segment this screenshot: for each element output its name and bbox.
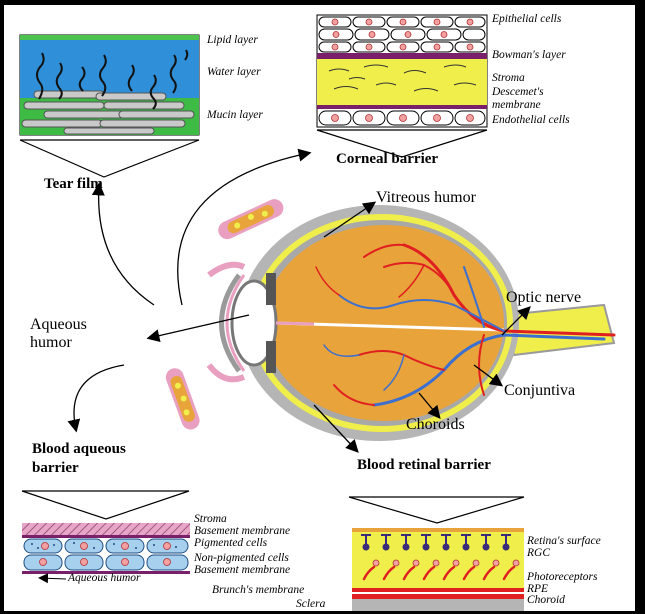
conjuntiva-label: Conjuntiva: [504, 383, 575, 399]
rgc-label: RGC: [527, 548, 550, 560]
photoreceptors-label: Photoreceptors: [527, 572, 597, 584]
lipid-layer-label: Lipid layer: [207, 35, 258, 47]
blood-aqueous-title-1: Blood aqueous: [32, 442, 126, 457]
descemets-label: Descemet's: [492, 87, 544, 99]
choroid-label: Choroid: [527, 595, 565, 607]
corneal-barrier-panel: [317, 15, 487, 157]
water-layer-label: Water layer: [207, 67, 261, 79]
vitreous-humor-label: Vitreous humor: [376, 190, 476, 206]
endothelial-cells-label: Endothelial cells: [492, 115, 570, 127]
blood-aqueous-title-2: barrier: [32, 461, 79, 476]
retinas-surface-label: Retina's surface: [527, 536, 601, 548]
aqueous-basement-membrane-2: Basement membrane: [194, 565, 290, 577]
bowmans-layer-label: Bowman's layer: [492, 50, 566, 62]
figure-canvas: Lipid layer Water layer Mucin layer Tear…: [4, 5, 635, 611]
stroma-label: Stroma: [492, 73, 525, 85]
tear-film-panel: [20, 35, 199, 177]
tear-film-title: Tear film: [44, 177, 103, 192]
blood-aqueous-panel: [22, 491, 190, 579]
epithelial-cells-label: Epithelial cells: [492, 14, 561, 26]
sclera-label: Sclera: [296, 599, 325, 611]
aqueous-basement-membrane-1: Basement membrane: [194, 526, 290, 538]
blood-retinal-title: Blood retinal barrier: [357, 458, 491, 473]
membrane-label: membrane: [492, 100, 541, 112]
mucin-layer-label: Mucin layer: [207, 110, 263, 122]
aqueous-stroma-label: Stroma: [194, 514, 227, 526]
choroids-label: Choroids: [406, 417, 465, 433]
non-pigmented-cells-label: Non-pigmented cells: [194, 553, 289, 565]
pigmented-cells-label: Pigmented cells: [194, 538, 267, 550]
blood-retinal-panel: [349, 497, 524, 611]
optic-nerve-label: Optic nerve: [506, 290, 581, 306]
corneal-barrier-title: Corneal barrier: [336, 152, 438, 167]
aqueous-label: Aqueous: [30, 317, 87, 333]
aqueous-humor-small-label: Aqueous humor: [68, 573, 141, 585]
brunchs-membrane-label: Brunch's membrane: [212, 585, 304, 597]
humor-label: humor: [30, 335, 72, 351]
